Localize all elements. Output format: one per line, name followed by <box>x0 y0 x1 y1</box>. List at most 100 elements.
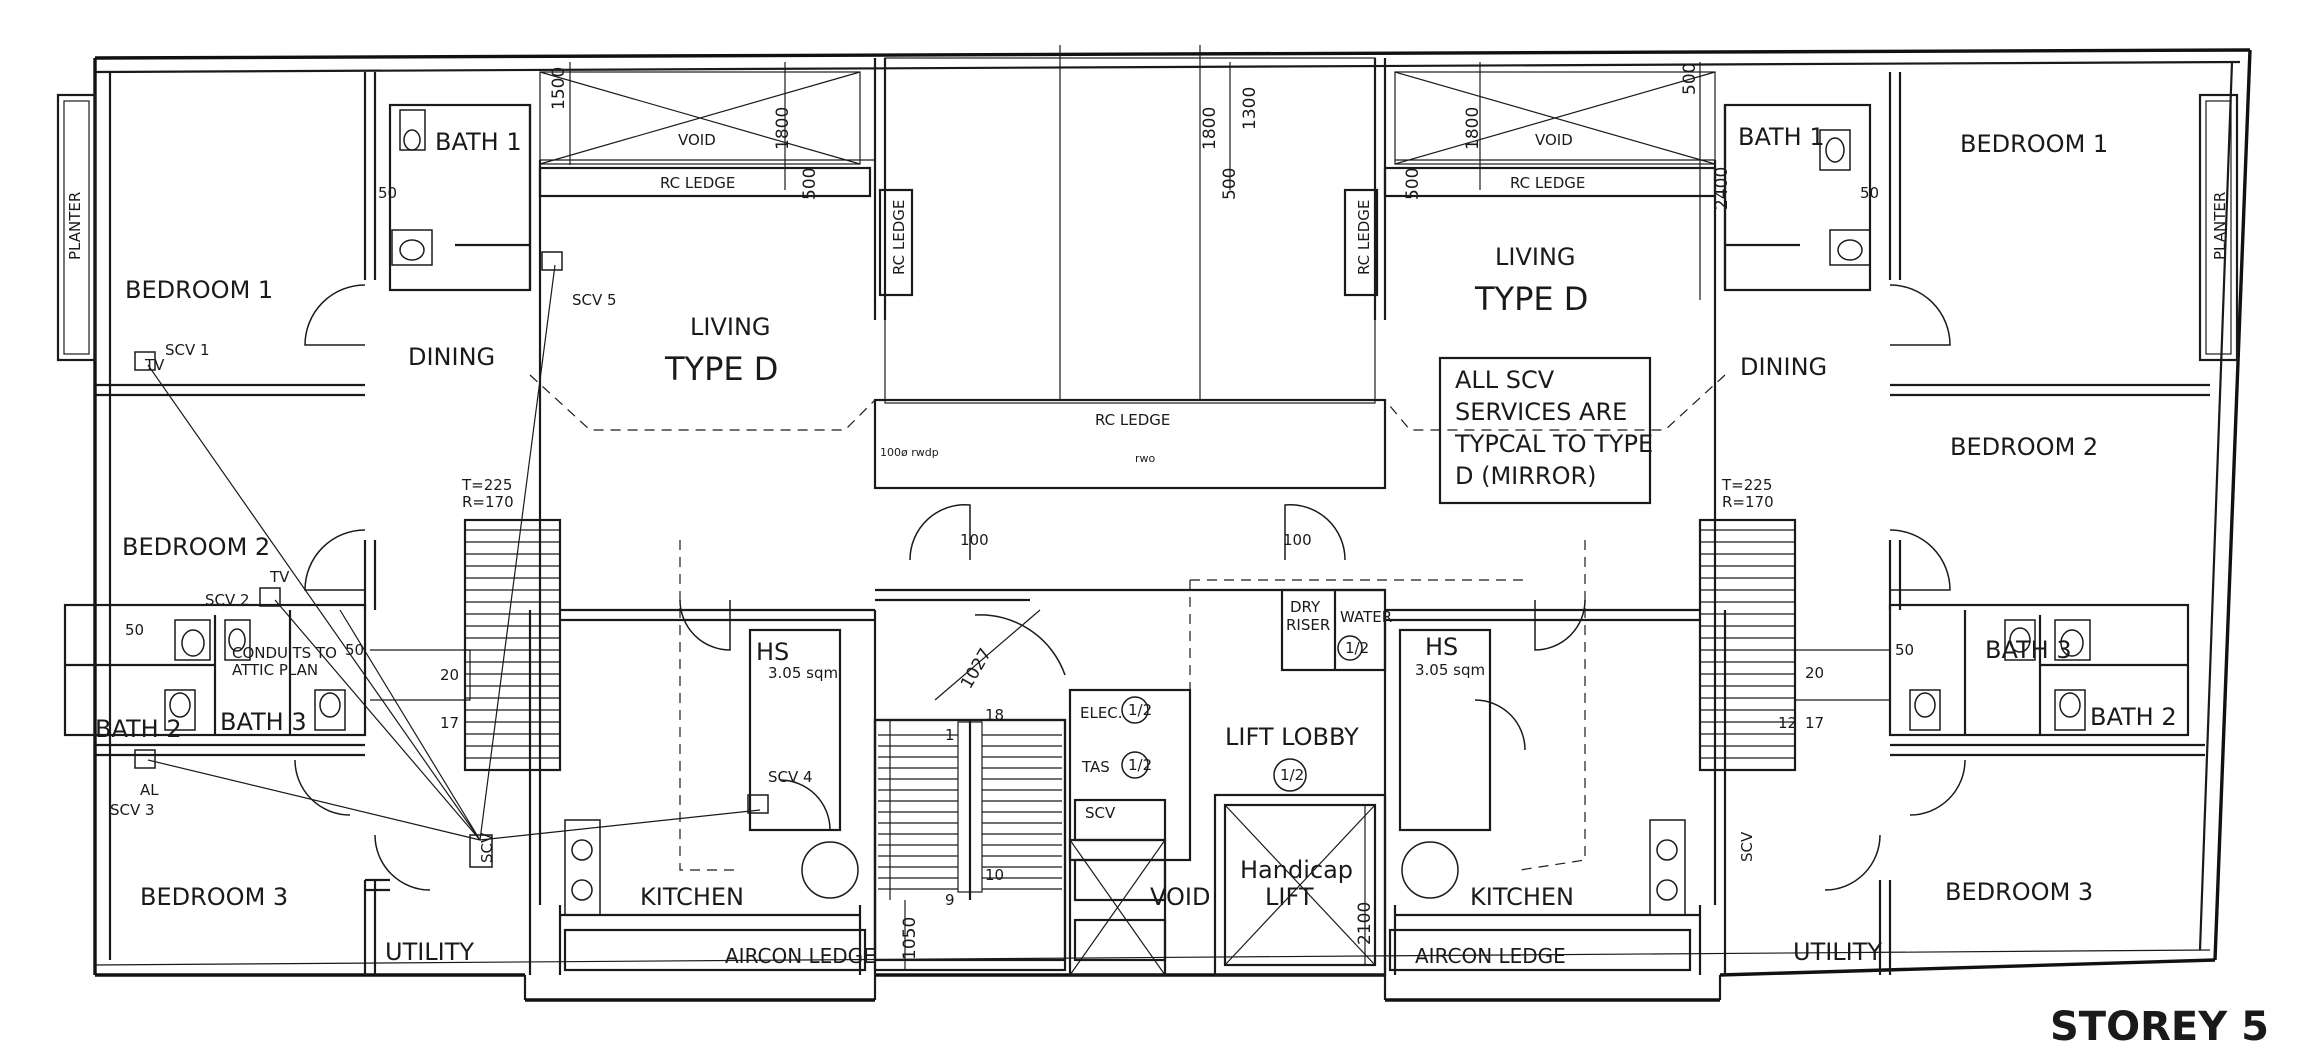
step-12-right: 12 <box>1778 714 1797 732</box>
rc-ledge-vertical-right: RC LEDGE <box>1355 200 1373 275</box>
type-d-left: TYPE D <box>664 350 778 388</box>
hs-label-right: HS <box>1425 633 1458 661</box>
rc-ledge-label-right: RC LEDGE <box>1510 174 1585 192</box>
core-walls: RC LEDGE 100ø rwdp rwo <box>873 45 1530 977</box>
bath1-left: BATH 1 <box>435 128 522 156</box>
conduits-line2: ATTIC PLAN <box>232 661 318 679</box>
dim-1500: 1500 <box>549 67 569 110</box>
core-stair <box>873 718 1067 962</box>
scv-core-label: SCV <box>1085 804 1116 822</box>
void-right: VOID RC LEDGE RC LEDGE <box>1343 71 1717 297</box>
dry-riser-line1: DRY <box>1290 598 1321 616</box>
r170-left: R=170 <box>462 493 514 511</box>
t225-left: T=225 <box>461 476 512 494</box>
al-label: AL <box>140 781 159 799</box>
tas-label: TAS <box>1081 758 1110 776</box>
r170-right: R=170 <box>1722 493 1774 511</box>
dim-2400: 2400 <box>1712 167 1732 210</box>
tv2-label: TV <box>269 568 290 586</box>
rc-ledge-label-centre: RC LEDGE <box>1095 411 1170 429</box>
conduits-line1: CONDUITS TO <box>232 644 337 662</box>
living-boundary-left <box>529 374 876 431</box>
dim-500-left: 500 <box>800 168 820 200</box>
dimension-lines <box>569 62 1701 970</box>
water-label: WATER <box>1340 608 1392 626</box>
void-label-left: VOID <box>678 131 716 149</box>
scv-note-box: ALL SCV SERVICES ARE TYPCAL TO TYPE D (M… <box>1438 356 1653 505</box>
door-swings <box>294 284 1966 891</box>
dim-500-centre: 500 <box>1220 168 1240 200</box>
dim-100-right: 100 <box>1283 531 1312 549</box>
dim-1800-left: 1800 <box>773 107 793 150</box>
bedroom2-right: BEDROOM 2 <box>1950 433 2098 461</box>
step-10-core: 10 <box>985 866 1004 884</box>
bedroom1-left: BEDROOM 1 <box>125 276 273 304</box>
bath3-right: BATH 3 <box>1985 636 2072 664</box>
dim-50-c: 50 <box>1895 641 1914 659</box>
aircon-ledge-left <box>563 928 867 972</box>
bath3-left: BATH 3 <box>220 708 307 736</box>
rwo-label: rwo <box>1135 452 1156 465</box>
dim-1300: 1300 <box>1240 87 1260 130</box>
step-17-right: 17 <box>1805 714 1824 732</box>
scv4-label: SCV 4 <box>768 768 813 786</box>
elec-label: ELEC. <box>1080 704 1123 722</box>
hs-left <box>748 628 842 832</box>
rwdp-label: 100ø rwdp <box>880 446 939 459</box>
scv-vertical-left: SCV <box>478 832 496 863</box>
planter-right: PLANTER <box>2198 93 2239 362</box>
kitchen-left: KITCHEN <box>640 883 744 911</box>
dim-2100: 2100 <box>1355 902 1375 945</box>
planter-label-right: PLANTER <box>2211 192 2229 260</box>
dining-left: DINING <box>408 343 495 371</box>
note-line-1: ALL SCV <box>1455 366 1555 394</box>
t225-right: T=225 <box>1721 476 1772 494</box>
living-right: LIVING <box>1495 243 1576 271</box>
stair-right <box>1698 518 1890 772</box>
rc-ledge-vertical-left: RC LEDGE <box>890 200 908 275</box>
tv1-label: TV <box>144 356 165 374</box>
hs-area-right: 3.05 sqm <box>1415 661 1485 679</box>
dim-1800-right: 1800 <box>1463 107 1483 150</box>
bedroom3-right: BEDROOM 3 <box>1945 878 2093 906</box>
utility-right: UTILITY <box>1793 938 1882 966</box>
stair-left <box>370 518 562 772</box>
note-line-3: TYPCAL TO TYPE <box>1454 430 1653 458</box>
kitchen-dash-left <box>679 540 740 871</box>
half-water: 1/2 <box>1345 639 1369 657</box>
scv3-label: SCV 3 <box>110 801 155 819</box>
dim-50-bath1-right: 50 <box>1860 184 1879 202</box>
dim-500-right: 500 <box>1403 168 1423 200</box>
step-20-right: 20 <box>1805 664 1824 682</box>
lift-lobby-label: LIFT LOBBY <box>1225 723 1359 751</box>
half-label-lobby: 1/2 <box>1280 766 1304 784</box>
step-20-left: 20 <box>440 666 459 684</box>
void-left: VOID RC LEDGE RC LEDGE <box>538 71 914 297</box>
half-elec: 1/2 <box>1128 701 1152 719</box>
bedroom1-right: BEDROOM 1 <box>1960 130 2108 158</box>
bath2-right: BATH 2 <box>2090 703 2177 731</box>
step-1-core: 1 <box>945 726 955 744</box>
dim-100-left: 100 <box>960 531 989 549</box>
dim-1800: 1800 <box>1200 107 1220 150</box>
note-line-2: SERVICES ARE <box>1455 398 1627 426</box>
bedroom3-left: BEDROOM 3 <box>140 883 288 911</box>
dim-50-bath1-left: 50 <box>378 184 397 202</box>
dim-50-a: 50 <box>125 621 144 639</box>
note-line-4: D (MIRROR) <box>1455 462 1597 490</box>
aircon-ledge-label-right: AIRCON LEDGE <box>1415 944 1566 968</box>
dining-right: DINING <box>1740 353 1827 381</box>
dim-500-top-right: 500 <box>1680 63 1700 95</box>
aircon-ledge-label-left: AIRCON LEDGE <box>725 944 876 968</box>
fixtures-right <box>1401 129 2091 916</box>
scv1-label: SCV 1 <box>165 341 210 359</box>
void-label-right: VOID <box>1535 131 1573 149</box>
hs-area-left: 3.05 sqm <box>768 664 838 682</box>
utility-left: UTILITY <box>385 938 474 966</box>
void-label-centre: VOID <box>1150 883 1210 911</box>
aircon-ledge-right <box>1388 928 1692 972</box>
step-17-left: 17 <box>440 714 459 732</box>
handicap-lift-line2: LIFT <box>1265 883 1314 911</box>
scv-vertical-right: SCV <box>1738 831 1756 862</box>
scv5-label: SCV 5 <box>572 291 617 309</box>
